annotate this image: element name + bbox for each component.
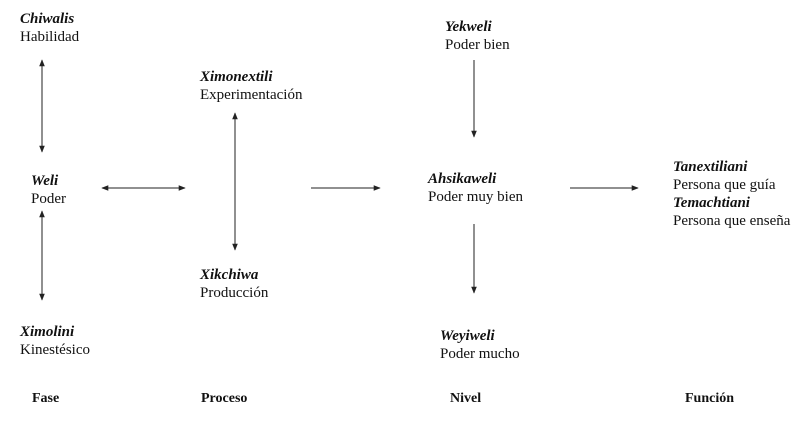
- node-gloss: Persona que enseña: [673, 213, 791, 229]
- node-term: Ximonextili: [200, 69, 273, 85]
- node-term: Weli: [31, 173, 59, 189]
- node-weyiweli: Weyiweli Poder mucho: [440, 327, 520, 363]
- column-label-nivel: Nivel: [450, 391, 482, 406]
- node-ahsikaweli: Ahsikaweli Poder muy bien: [428, 170, 523, 206]
- node-gloss: Persona que guía: [673, 177, 776, 193]
- node-gloss: Poder muy bien: [428, 189, 523, 205]
- column-label-funcion: Función: [685, 391, 735, 406]
- node-term: Ahsikaweli: [428, 171, 497, 187]
- node-term: Tanextiliani: [673, 159, 748, 175]
- node-gloss: Habilidad: [20, 29, 80, 45]
- node-gloss: Kinestésico: [20, 342, 90, 358]
- column-label-fase: Fase: [32, 391, 60, 406]
- node-term: Weyiweli: [440, 328, 495, 344]
- node-term: Yekweli: [445, 19, 492, 35]
- node-gloss: Poder bien: [445, 37, 510, 53]
- column-label-proceso: Proceso: [201, 391, 248, 406]
- node-ximonextili: Ximonextili Experimentación: [200, 68, 302, 104]
- node-gloss: Experimentación: [200, 87, 303, 103]
- node-temachtiani: Temachtiani Persona que enseña: [673, 194, 790, 230]
- node-yekweli: Yekweli Poder bien: [445, 18, 510, 54]
- node-term: Chiwalis: [20, 11, 75, 27]
- node-gloss: Poder mucho: [440, 346, 520, 362]
- node-term: Xikchiwa: [200, 267, 259, 283]
- node-gloss: Poder: [31, 191, 66, 207]
- node-xikchiwa: Xikchiwa Producción: [200, 266, 268, 302]
- node-ximolini: Ximolini Kinestésico: [20, 323, 90, 359]
- node-chiwalis: Chiwalis Habilidad: [20, 10, 79, 46]
- node-term: Ximolini: [20, 324, 75, 340]
- node-gloss: Producción: [200, 285, 269, 301]
- node-term: Temachtiani: [673, 195, 750, 211]
- node-tanextiliani: Tanextiliani Persona que guía: [673, 158, 775, 194]
- node-weli: Weli Poder: [31, 172, 66, 208]
